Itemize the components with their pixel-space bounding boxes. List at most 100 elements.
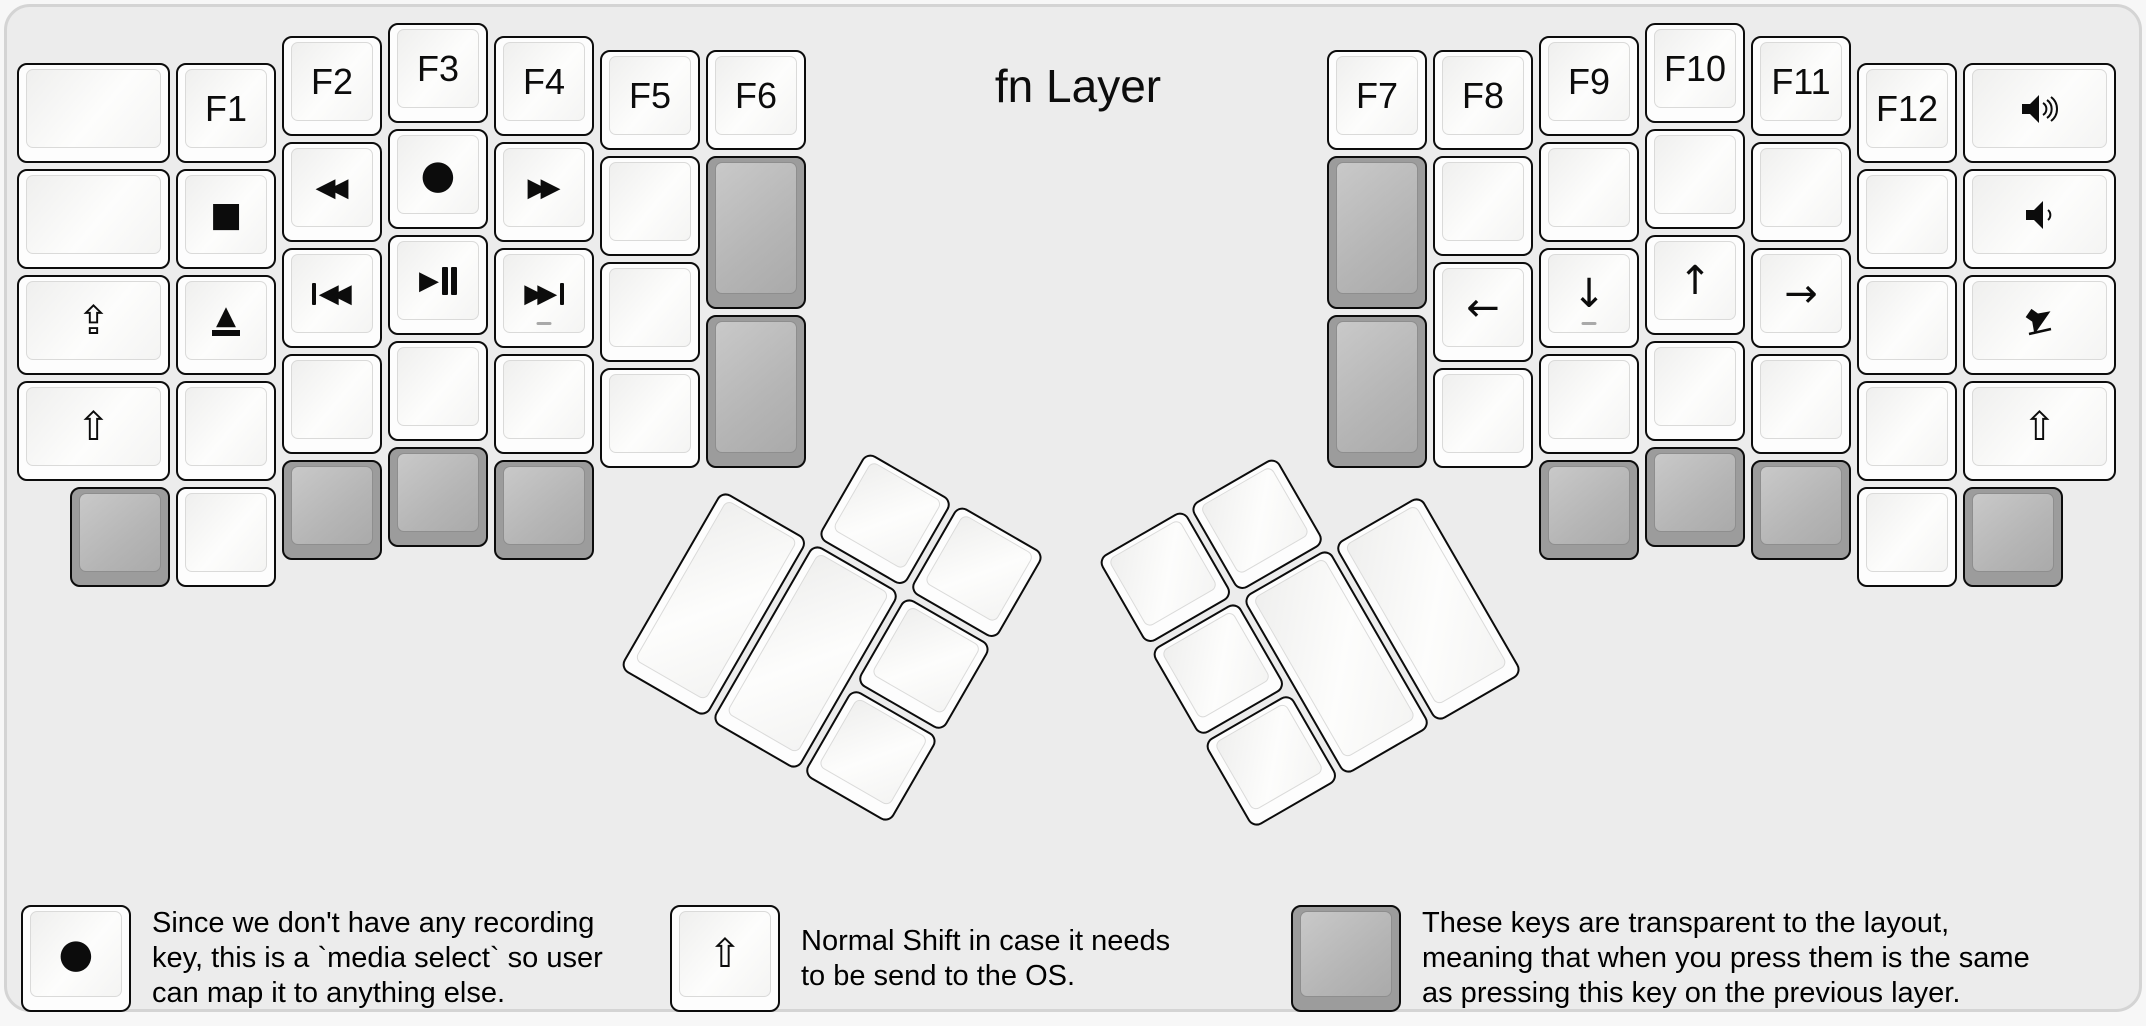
keycap [1654, 453, 1736, 532]
keycap [397, 453, 479, 532]
keycap [1548, 466, 1630, 545]
key-fast-forward[interactable]: ▶▶ [494, 142, 594, 242]
legend-text-line: as pressing this key on the previous lay… [1422, 977, 1961, 1009]
key-label: F11 [1771, 60, 1831, 102]
key-arrow-up[interactable]: ↑ [1645, 235, 1745, 335]
key-shift[interactable]: ⇧ [1963, 381, 2116, 481]
key-blank[interactable] [1751, 354, 1851, 454]
keycap [1442, 374, 1524, 453]
key-blank[interactable] [1645, 129, 1745, 229]
key-blank[interactable] [1433, 156, 1533, 256]
key-transparent[interactable] [70, 487, 170, 587]
key-blank[interactable] [282, 354, 382, 454]
key-stop[interactable]: ■ [176, 169, 276, 269]
key-transparent[interactable] [1751, 460, 1851, 560]
key-mute[interactable] [1963, 275, 2116, 375]
key-blank[interactable] [1539, 142, 1639, 242]
key-transparent[interactable] [494, 460, 594, 560]
key-f6[interactable]: F6 [706, 50, 806, 150]
key-blank[interactable] [17, 63, 170, 163]
key-label: F7 [1355, 74, 1398, 116]
key-arrow-down[interactable]: ↓ [1539, 248, 1639, 348]
key-transparent[interactable] [1539, 460, 1639, 560]
key-label: F12 [1875, 87, 1939, 129]
keycap: → [1760, 254, 1842, 333]
key-arrow-left[interactable]: ← [1433, 262, 1533, 362]
keycap [609, 162, 691, 241]
key-transparent[interactable] [1963, 487, 2063, 587]
key-shift-lock[interactable]: ⇪ [17, 275, 170, 375]
key-blank[interactable] [600, 156, 700, 256]
homing-bar [1581, 322, 1597, 325]
legend-text-line: meaning that when you press them is the … [1422, 942, 2030, 974]
keycap [1300, 911, 1392, 997]
keycap [1760, 360, 1842, 439]
key-shift[interactable]: ⇧ [17, 381, 170, 481]
key-f7[interactable]: F7 [1327, 50, 1427, 150]
key-f12[interactable]: F12 [1857, 63, 1957, 163]
key-f10[interactable]: F10 [1645, 23, 1745, 123]
key-play-pause[interactable]: ▶ [388, 235, 488, 335]
key-next-track[interactable]: ▶▶ [494, 248, 594, 348]
keycap: ⇧ [679, 911, 771, 997]
key-blank[interactable] [176, 381, 276, 481]
key-blank[interactable] [388, 341, 488, 441]
key-arrow-right[interactable]: → [1751, 248, 1851, 348]
key-blank[interactable] [1751, 142, 1851, 242]
key-blank[interactable] [1857, 275, 1957, 375]
keycap [1654, 347, 1736, 426]
keycap: F1 [185, 69, 267, 148]
key-blank[interactable] [1857, 381, 1957, 481]
key-label: ⇧ [708, 931, 742, 977]
key-blank[interactable] [17, 169, 170, 269]
key-rewind[interactable]: ◀◀ [282, 142, 382, 242]
key-transparent[interactable] [1327, 315, 1427, 468]
key-transparent[interactable] [1645, 447, 1745, 547]
keycap [1972, 493, 2054, 572]
key-transparent[interactable] [282, 460, 382, 560]
key-blank[interactable] [1857, 487, 1957, 587]
key-f1[interactable]: F1 [176, 63, 276, 163]
key-blank[interactable] [600, 262, 700, 362]
key-blank[interactable] [1433, 368, 1533, 468]
homing-bar [536, 322, 552, 325]
key-transparent[interactable] [706, 315, 806, 468]
key-volume-down[interactable] [1963, 169, 2116, 269]
keycap [1760, 148, 1842, 227]
key-blank[interactable] [1857, 169, 1957, 269]
key-volume-up[interactable] [1963, 63, 2116, 163]
key-transparent[interactable] [388, 447, 488, 547]
key-blank[interactable] [1539, 354, 1639, 454]
keycap: ▲ [185, 281, 267, 360]
key-label: ■ [209, 194, 243, 235]
key-f5[interactable]: F5 [600, 50, 700, 150]
keycap [1654, 135, 1736, 214]
legend-record-key: ● [21, 905, 131, 1012]
key-f4[interactable]: F4 [494, 36, 594, 136]
key-f11[interactable]: F11 [1751, 36, 1851, 136]
key-f2[interactable]: F2 [282, 36, 382, 136]
key-f9[interactable]: F9 [1539, 36, 1639, 136]
keycap [503, 360, 585, 439]
key-blank[interactable] [1645, 341, 1745, 441]
key-blank[interactable] [176, 487, 276, 587]
key-eject[interactable]: ▲ [176, 275, 276, 375]
key-blank[interactable] [600, 368, 700, 468]
key-media-select[interactable]: ● [388, 129, 488, 229]
keycap [1972, 281, 2107, 360]
key-prev-track[interactable]: ◀◀ [282, 248, 382, 348]
keycap: F5 [609, 56, 691, 135]
key-f3[interactable]: F3 [388, 23, 488, 123]
keycap [1866, 493, 1948, 572]
legend-transparent-key [1291, 905, 1401, 1012]
key-f8[interactable]: F8 [1433, 50, 1533, 150]
keycap [185, 493, 267, 572]
key-blank[interactable] [494, 354, 594, 454]
key-transparent[interactable] [706, 156, 806, 309]
keycap: ◀◀ [291, 148, 373, 227]
key-label: ● [58, 931, 94, 977]
keycap: ● [397, 135, 479, 214]
keycap [26, 175, 161, 254]
key-label: ↓ [1572, 270, 1606, 317]
key-transparent[interactable] [1327, 156, 1427, 309]
